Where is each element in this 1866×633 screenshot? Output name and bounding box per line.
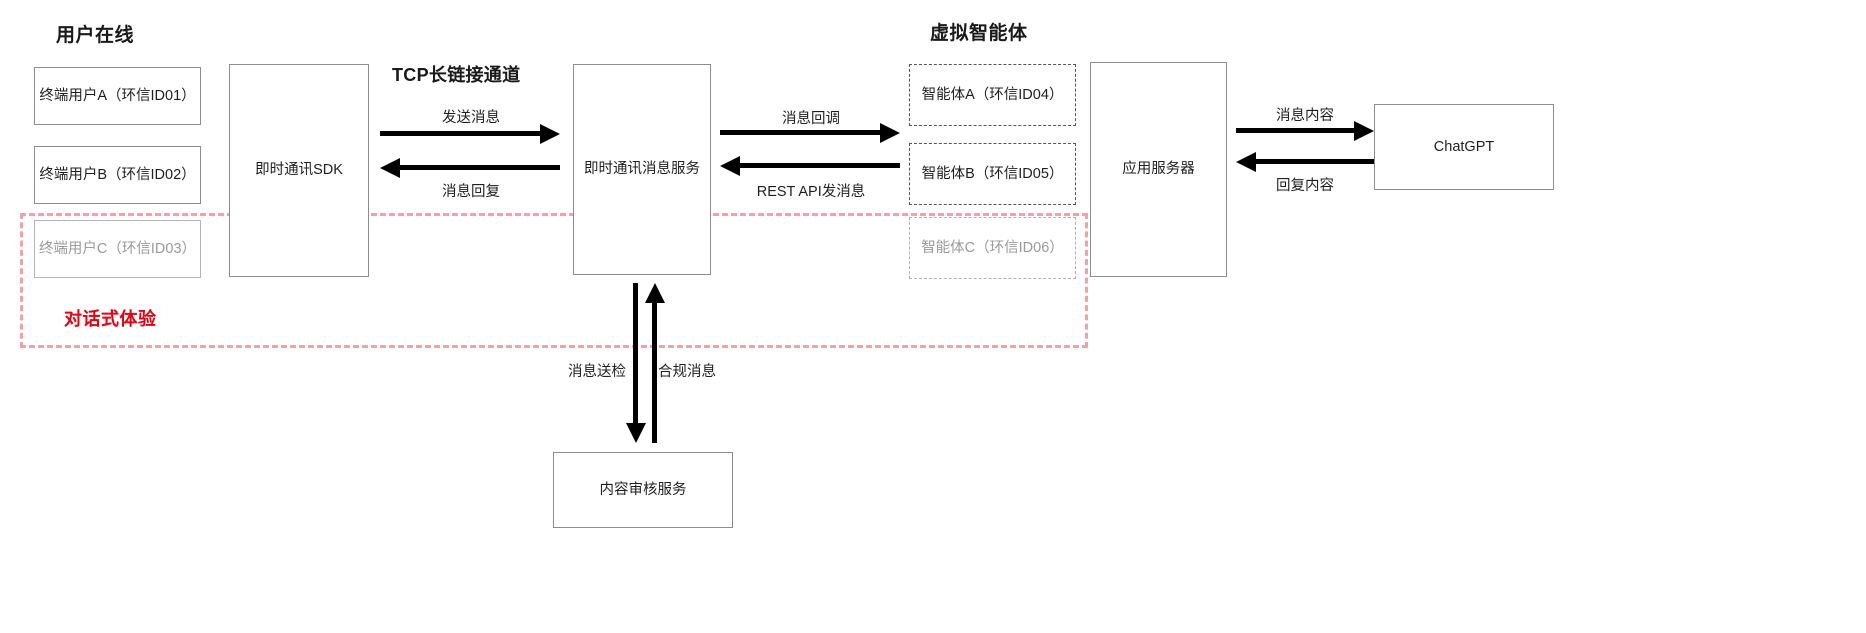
node-agent-c[interactable]: 智能体C（环信ID06）: [909, 217, 1076, 279]
node-terminal-user-c[interactable]: 终端用户C（环信ID03）: [34, 220, 201, 278]
arrow-shaft: [1236, 128, 1356, 133]
node-im-message-service[interactable]: 即时通讯消息服务: [573, 64, 711, 275]
node-label: ChatGPT: [1433, 138, 1495, 155]
node-label: 终端用户C（环信ID03）: [38, 240, 197, 257]
arrow-shaft: [720, 130, 882, 135]
channel-title-tcp: TCP长链接通道: [392, 65, 521, 85]
node-label: 应用服务器: [1122, 161, 1195, 178]
arrow-shaft: [1254, 159, 1374, 164]
arrow-head: [625, 423, 646, 443]
section-title-agents: 虚拟智能体: [930, 23, 1028, 44]
section-title-users: 用户在线: [56, 25, 135, 46]
node-agent-b[interactable]: 智能体B（环信ID05）: [909, 143, 1076, 205]
node-label: 终端用户A（环信ID01）: [39, 87, 196, 104]
arrow-shaft: [652, 301, 657, 443]
arrow-head: [540, 123, 560, 144]
arrow-head: [644, 283, 665, 303]
node-label: 智能体B（环信ID05）: [921, 165, 1064, 182]
node-terminal-user-b[interactable]: 终端用户B（环信ID02）: [34, 146, 201, 204]
arrow-shaft: [738, 163, 900, 168]
arrow-label-send-message: 发送消息: [442, 110, 500, 126]
arrow-label-message-callback: 消息回调: [782, 111, 840, 127]
node-app-server[interactable]: 应用服务器: [1090, 62, 1227, 277]
node-label: 智能体A（环信ID04）: [921, 86, 1064, 103]
node-content-moderation-service[interactable]: 内容审核服务: [553, 452, 733, 528]
node-label: 即时通讯消息服务: [584, 161, 700, 178]
node-label: 智能体C（环信ID06）: [921, 239, 1064, 256]
node-label: 内容审核服务: [599, 481, 687, 498]
arrow-shaft: [380, 131, 542, 136]
arrow-head: [380, 157, 400, 178]
arrow-head: [880, 122, 900, 143]
node-im-sdk[interactable]: 即时通讯SDK: [229, 64, 369, 277]
arrow-label-message-content: 消息内容: [1276, 108, 1334, 124]
zone-label-conversational-experience: 对话式体验: [64, 309, 157, 329]
arrow-label-message-submit-review: 消息送检: [568, 364, 626, 380]
arrow-label-compliant-message: 合规消息: [658, 364, 716, 380]
arrow-shaft: [633, 283, 638, 425]
node-label: 即时通讯SDK: [255, 162, 343, 179]
node-chatgpt[interactable]: ChatGPT: [1374, 104, 1554, 190]
node-agent-a[interactable]: 智能体A（环信ID04）: [909, 64, 1076, 126]
arrow-label-message-reply: 消息回复: [442, 184, 500, 200]
arrow-head: [1354, 120, 1374, 141]
arrow-head: [1236, 151, 1256, 172]
node-label: 终端用户B（环信ID02）: [39, 166, 196, 183]
arrow-label-rest-api-send: REST API发消息: [756, 184, 866, 200]
node-terminal-user-a[interactable]: 终端用户A（环信ID01）: [34, 67, 201, 125]
arrow-label-reply-content: 回复内容: [1276, 178, 1334, 194]
arrow-shaft: [398, 165, 560, 170]
arrow-head: [720, 155, 740, 176]
